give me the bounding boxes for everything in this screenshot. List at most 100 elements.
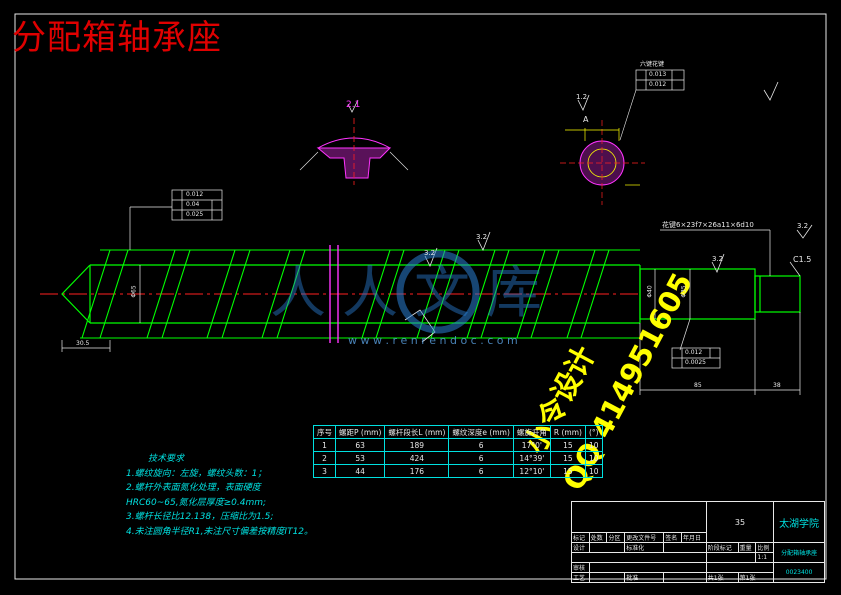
screw-parameter-table: 序号 螺距P (mm) 螺杆段长L (mm) 螺纹深度e (mm) 螺旋升角 R… <box>313 425 603 478</box>
tech-note-3: HRC60~65,氮化层厚度≥0.4mm; <box>126 497 267 508</box>
roughness-label-1: 3.2 <box>476 233 488 241</box>
label-ratio: 比例 <box>755 542 775 553</box>
dim-right-2: 38 <box>773 382 781 389</box>
roughness-label-4: 3.2 <box>797 222 809 230</box>
tech-notes-heading: 技术要求 <box>148 454 185 464</box>
table-row: 1 63 189 6 17°0' 15 10 <box>313 438 603 452</box>
label-standard: 标准化 <box>624 542 665 553</box>
table-cell: 15 <box>549 438 586 452</box>
technical-requirements: 技术要求 1.螺纹旋向：左旋，螺纹头数：1； 2.螺杆外表面氮化处理，表面硬度 … <box>126 452 313 539</box>
label-zone: 分区 <box>606 532 626 543</box>
sheet-number: 第1张 <box>737 572 775 583</box>
break-lines <box>329 245 339 343</box>
label-mark: 标记 <box>571 532 590 543</box>
tol-1a: 0.012 <box>186 191 204 198</box>
table-header: 螺纹深度e (mm) <box>448 425 514 439</box>
table-cell: 10 <box>584 438 603 452</box>
title-block-revisions <box>571 501 707 533</box>
dimension-lines <box>61 206 801 395</box>
scale-number: 35 <box>705 501 775 543</box>
table-cell: 2 <box>313 451 336 465</box>
table-header: 螺杆段长L (mm) <box>384 425 450 439</box>
label-craft: 工艺 <box>571 572 590 583</box>
label-stage: 阶段标记 <box>705 542 739 553</box>
ratio-value: 1:1 <box>755 552 775 563</box>
tol-1b: 0.04 <box>186 201 200 208</box>
dim-right-1: 85 <box>694 382 702 389</box>
tol-1c: 0.025 <box>186 211 204 218</box>
dim-left: 30.5 <box>76 340 90 347</box>
table-cell: 63 <box>334 438 386 452</box>
screw-body <box>61 264 801 324</box>
dia-main: Φ65 <box>130 285 138 298</box>
table-header-row: 序号 螺距P (mm) 螺杆段长L (mm) 螺纹深度e (mm) 螺旋升角 R… <box>313 425 603 439</box>
table-cell: 15 <box>549 451 586 465</box>
table-cell: 1 <box>313 438 336 452</box>
table-header: 序号 <box>313 425 336 439</box>
table-cell: 176 <box>384 464 450 478</box>
watermark-logo-ring <box>396 250 480 334</box>
screw-flights <box>80 249 640 339</box>
table-cell: 15 <box>549 464 586 478</box>
table-cell: 14°39' <box>512 451 551 465</box>
table-row: 2 53 424 6 14°39' 15 10 <box>313 451 603 465</box>
table-cell: 10 <box>584 451 603 465</box>
section-a-label: A <box>583 115 589 124</box>
table-cell: 6 <box>448 438 514 452</box>
chamfer-label: C1.5 <box>793 255 812 264</box>
watermark-logo-text: 人人文库 <box>270 261 558 326</box>
label-date: 年月日 <box>680 532 707 543</box>
tolerance-frames <box>171 69 721 369</box>
table-cell: 3 <box>313 464 336 478</box>
spline-spec: 花键6×23f7×26a11×6d10 <box>662 221 754 229</box>
title-block: 35 太湖学院 标记 处数 分区 更改文件号 签名 年月日 设计 标准化 阶段标… <box>571 501 825 583</box>
dia-shaft2: Φ35 <box>680 285 688 298</box>
table-header: 螺旋升角 <box>512 425 551 439</box>
tech-note-2: 2.螺杆外表面氮化处理，表面硬度 <box>126 483 261 493</box>
table-cell: 53 <box>334 451 386 465</box>
school-name: 太湖学院 <box>773 501 825 543</box>
section-view-spline <box>560 89 645 205</box>
tech-note-1: 1.螺纹旋向：左旋，螺纹头数：1； <box>126 468 267 479</box>
table-cell: 424 <box>384 451 450 465</box>
roughness-label-2: 3.2 <box>424 249 436 257</box>
table-row: 3 44 176 6 12°10' 15 10 <box>313 464 603 478</box>
label-approve: 批准 <box>624 572 665 583</box>
tech-note-4: 3.螺杆长径比12.138，压缩比为1.5; <box>126 512 274 522</box>
tol-3b: 0.0025 <box>685 359 706 366</box>
break-marker <box>404 309 436 343</box>
drawing-number: 0023400 <box>773 562 825 583</box>
table-header: R (mm) <box>549 425 586 439</box>
table-cell: 44 <box>334 464 386 478</box>
table-cell: 6 <box>448 464 514 478</box>
tol-2a: 0.013 <box>649 71 667 78</box>
label-sign: 签名 <box>663 532 682 543</box>
sheet-total: 共1张 <box>705 572 739 583</box>
section-label: 2.1 <box>346 100 361 110</box>
label-design: 设计 <box>571 542 590 553</box>
tol-2b: 0.012 <box>649 81 667 88</box>
spline-top-label: 六键花键 <box>640 61 665 68</box>
drawing-border <box>14 13 827 580</box>
dia-shaft: Φ40 <box>646 285 654 298</box>
table-cell: 6 <box>448 451 514 465</box>
table-cell: 10 <box>584 464 603 478</box>
table-header: 螺距P (mm) <box>334 425 386 439</box>
label-change-doc: 更改文件号 <box>624 532 665 543</box>
tech-note-5: 4.未注圆角半径R1,未注尺寸偏差按精度IT12。 <box>126 526 314 537</box>
table-cell: 12°10' <box>512 464 551 478</box>
table-header: (°) <box>584 425 603 439</box>
part-name: 分配箱轴承座 <box>773 542 825 563</box>
roughness-symbols <box>347 81 813 273</box>
tol-3a: 0.012 <box>685 349 703 356</box>
drawing-title: 分配箱轴承座 <box>12 18 222 58</box>
label-weight: 重量 <box>737 542 757 553</box>
label-review: 审核 <box>571 562 590 573</box>
section-view-flight <box>299 118 409 185</box>
roughness-label-5: 1.2 <box>576 93 588 101</box>
label-count: 处数 <box>588 532 608 543</box>
table-cell: 189 <box>384 438 450 452</box>
table-cell: 17°0' <box>512 438 551 452</box>
